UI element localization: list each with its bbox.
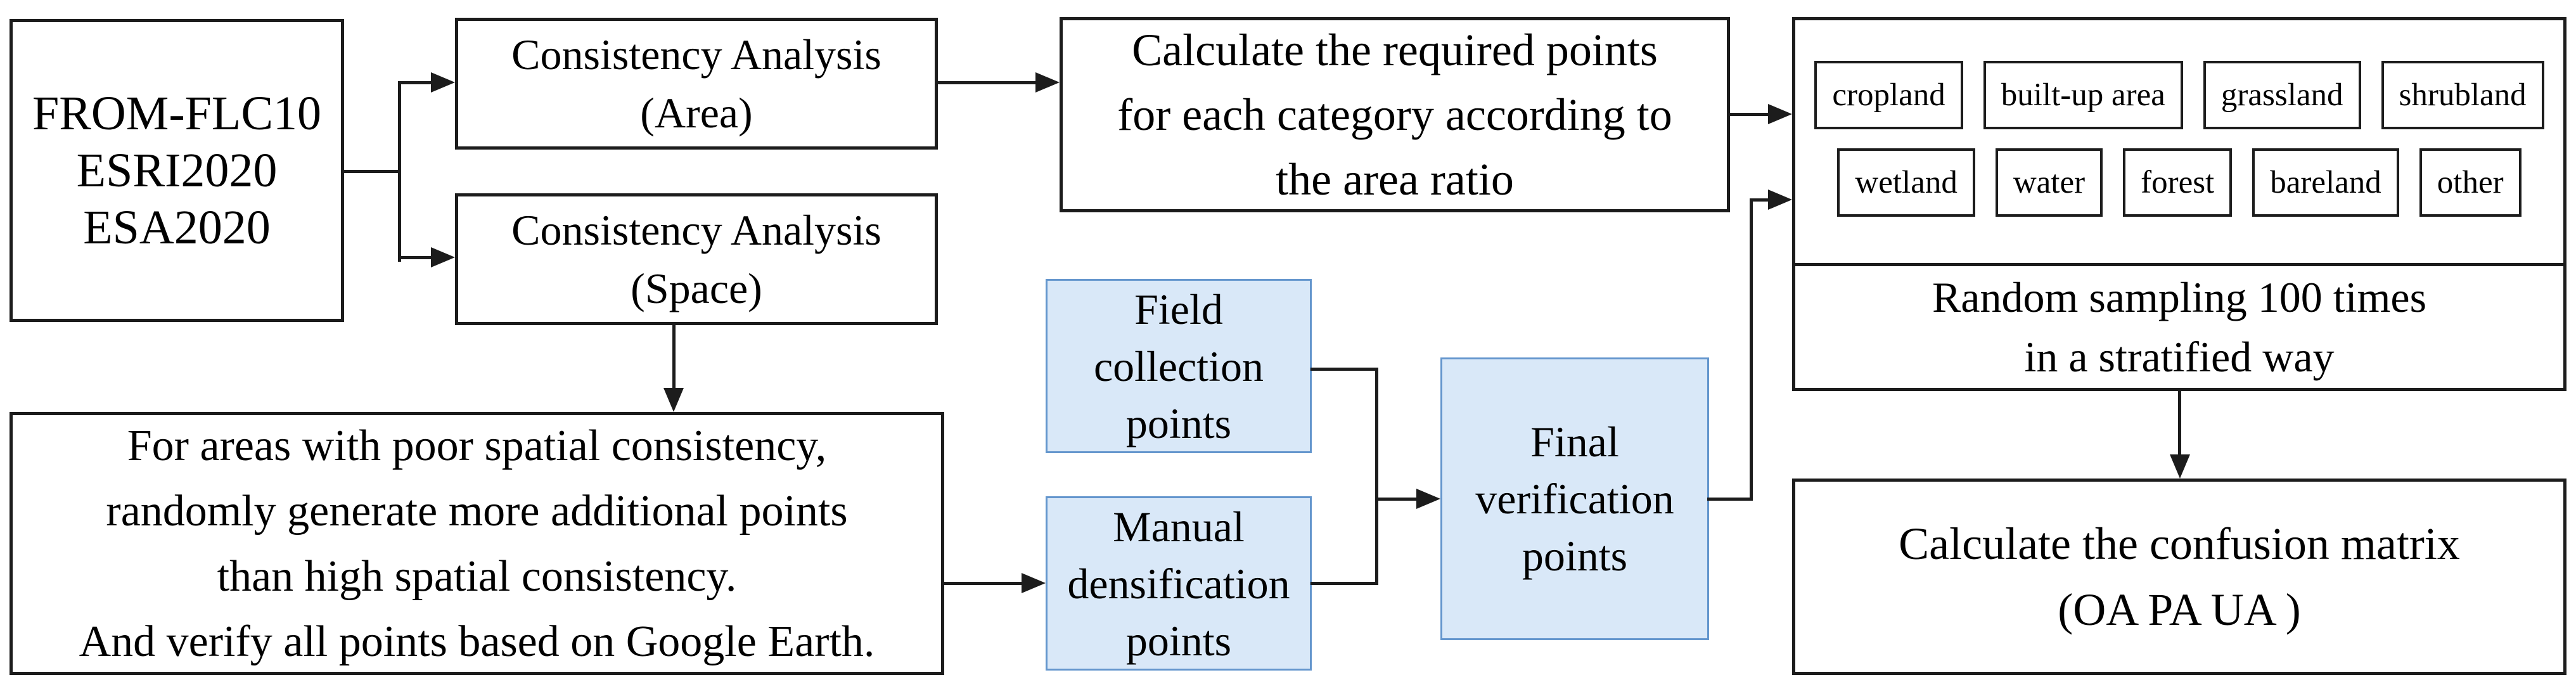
connector-final-up <box>1750 198 1753 501</box>
box-text-line: Random sampling 100 times <box>1932 273 2427 321</box>
box-text-line: Consistency Analysis <box>511 30 881 79</box>
box-text-line: for each category according to <box>1117 89 1672 140</box>
connector-to-area <box>398 81 436 84</box>
poor-consistency-note-box: For areas with poor spatial consistency,… <box>10 412 944 675</box>
box-text-line: Calculate the confusion matrix <box>1899 518 2460 569</box>
confusion-matrix-box: Calculate the confusion matrix (OA PA UA… <box>1792 479 2566 675</box>
box-text-line: (Space) <box>631 264 762 312</box>
box-text-line: in a stratified way <box>2024 333 2335 381</box>
chip-wetland: wetland <box>1837 148 1975 217</box>
category-chips-row-1: cropland built-up area grassland shrubla… <box>1814 61 2544 130</box>
box-text-line: verification <box>1475 475 1674 523</box>
chip-forest: forest <box>2123 148 2233 217</box>
box-text-line: Calculate the required points <box>1132 25 1658 75</box>
chip-water: water <box>1995 148 2103 217</box>
box-text-line: (OA PA UA ) <box>2058 584 2301 635</box>
arrowhead-to-note <box>663 388 684 412</box>
box-text-line: Field <box>1134 285 1223 333</box>
dataset-name: FROM-FLC10 <box>32 87 322 140</box>
box-text-line: (Area) <box>640 89 753 137</box>
connector-manual-out <box>1310 582 1378 585</box>
connector-final-to-categories <box>1750 198 1772 202</box>
connector-note-to-manual <box>942 582 1025 585</box>
box-text-line: the area ratio <box>1276 154 1514 205</box>
input-datasets-box: FROM-FLC10 ESRI2020 ESA2020 <box>10 19 344 322</box>
connector-merge-vertical <box>1375 368 1378 585</box>
field-collection-points-box: Field collection points <box>1046 279 1312 453</box>
box-text-line: than high spatial consistency. <box>217 551 737 601</box>
arrowhead-to-space <box>431 247 455 267</box>
box-text-line: points <box>1125 616 1232 665</box>
box-text-line: randomly generate more additional points <box>106 486 848 536</box>
chip-shrubland: shrubland <box>2381 61 2544 130</box>
category-chips-box: cropland built-up area grassland shrubla… <box>1792 17 2566 266</box>
box-text-line: points <box>1125 399 1232 447</box>
box-text-line: Consistency Analysis <box>511 206 881 254</box>
connector-area-to-calculate <box>936 81 1041 84</box>
arrowhead-to-area <box>431 72 455 93</box>
arrowhead-to-calculate <box>1035 72 1060 93</box>
arrowhead-to-final <box>1416 489 1440 509</box>
box-text-line: For areas with poor spatial consistency, <box>127 421 827 470</box>
calculate-required-points-box: Calculate the required points for each c… <box>1060 17 1730 212</box>
arrowhead-to-categories-top <box>1768 104 1792 124</box>
connector-branch-vertical <box>398 81 401 262</box>
chip-bareland: bareland <box>2252 148 2399 217</box>
box-text-line: Final <box>1530 418 1619 466</box>
box-text-line: Manual <box>1113 502 1245 551</box>
connector-datasets-branch <box>343 170 401 173</box>
box-text-line: collection <box>1093 342 1264 390</box>
consistency-analysis-space-box: Consistency Analysis (Space) <box>455 193 938 325</box>
chip-grassland: grassland <box>2203 61 2361 130</box>
final-verification-points-box: Final verification points <box>1440 357 1709 640</box>
arrowhead-to-categories-left <box>1768 190 1792 210</box>
connector-space-to-note <box>672 324 676 390</box>
connector-calculate-to-categories <box>1728 113 1772 116</box>
connector-to-space <box>398 256 436 259</box>
connector-sampling-to-confusion <box>2178 389 2181 458</box>
dataset-name: ESA2020 <box>83 201 271 254</box>
connector-final-out <box>1707 498 1753 501</box>
consistency-analysis-area-box: Consistency Analysis (Area) <box>455 18 938 150</box>
box-text-line: densification <box>1067 559 1290 608</box>
arrowhead-to-manual <box>1022 573 1046 593</box>
random-sampling-box: Random sampling 100 times in a stratifie… <box>1792 263 2566 391</box>
chip-built-up-area: built-up area <box>1983 61 2183 130</box>
manual-densification-points-box: Manual densification points <box>1046 496 1312 671</box>
dataset-name: ESRI2020 <box>76 144 278 197</box>
arrowhead-to-confusion <box>2170 454 2190 479</box>
chip-other: other <box>2419 148 2522 217</box>
chip-cropland: cropland <box>1814 61 1963 130</box>
box-text-line: points <box>1522 532 1628 580</box>
connector-merge-to-final <box>1375 498 1419 501</box>
box-text-line: And verify all points based on Google Ea… <box>79 617 875 666</box>
connector-field-out <box>1310 368 1378 371</box>
category-chips-row-2: wetland water forest bareland other <box>1837 148 2522 217</box>
